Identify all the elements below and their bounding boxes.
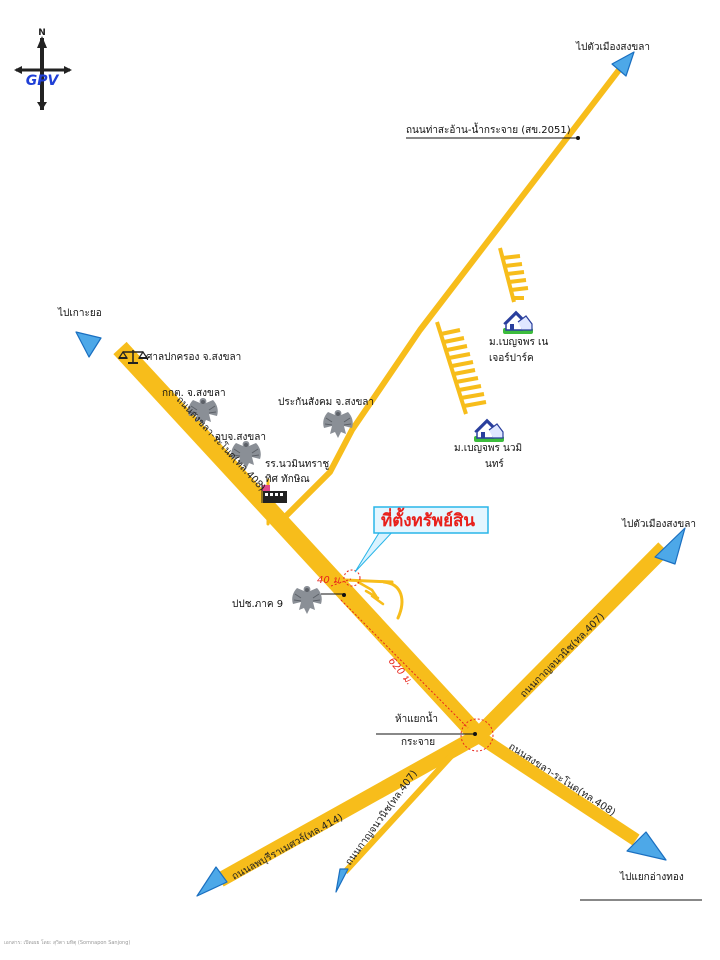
arrow-to-ko-yo [75,331,102,358]
label-road-408-upper: ถนนสงขลา-ระโนด(ทล.408) [174,393,269,493]
school-icon [261,483,287,503]
arrow-route-407-lower [335,868,349,893]
document-footer: เอกสาร: เปิดเผย โดย: สุวิตา มหิตุ (Somna… [4,939,130,946]
label-village2-line2: นทร์ [485,458,504,470]
label-road-2051: ถนนท่าสะอ้าน-น้ำกระจาย (สข.2051) [406,122,571,136]
property-callout-pointer [354,527,398,573]
label-road-414: ถนนลพบุรีราเมศวร์(ทล.414) [230,811,345,882]
compass-logo: GPV [26,73,60,89]
label-school-line2: ทิศ ทักษิณ [265,474,310,485]
arrow-to-songkhla-right [654,527,686,565]
garuda-icon-ppc [291,585,323,615]
label-ppc: ปปช.ภาค 9 [232,599,283,610]
label-to-songkhla-top: ไปตัวเมืองสงขลา [575,41,650,53]
label-to-yaek-ang-thong: ไปแยกอ่างทอง [619,871,684,883]
property-marker [343,569,361,587]
village-soi-combs [435,247,529,415]
label-junction-line2: กระจาย [401,737,435,748]
label-village2-line1: ม.เบญจพร นวมิ [454,443,522,454]
direction-arrows [75,51,686,897]
road-2051 [277,63,625,525]
road-network [113,63,670,887]
label-to-ko-yo: ไปเกาะยอ [57,307,102,319]
village-icon-nawamin [473,419,505,443]
label-distance-40m: 40 ม. [317,575,343,586]
road-408-upper [113,341,485,743]
label-road-408-lower: ถนนสงขลา-ระโนด(ทล.408) [506,740,618,819]
label-social-security: ประกันสังคม จ.สงขลา [278,397,374,408]
village-icon-nature-park [502,311,534,335]
road-407-right [472,542,670,742]
arrow-to-yaek-ang-thong [626,831,667,861]
label-village1-line1: ม.เบญจพร เน [489,337,548,348]
label-junction-line1: ห้าแยกน้ำ [395,711,438,725]
label-road-407-right: ถนนกาญจนวนิช(ทล.407) [518,611,607,700]
label-kkt: กกต. จ.สงขลา [162,388,226,399]
compass-north-label: N [38,28,46,38]
label-obj: อบจ.สงขลา [215,432,266,443]
road-414 [216,729,482,887]
compass-icon: N GPV [14,28,72,110]
label-court: ศาลปกครอง จ.สงขลา [146,352,241,363]
distance-line-40m [330,578,352,587]
junction-marker [460,718,494,752]
property-callout-box [373,506,489,534]
label-property: ที่ตั้งทรัพย์สิน [381,507,475,531]
arrow-to-songkhla-top [611,51,635,77]
arrow-route-414 [196,866,228,897]
label-to-songkhla-right: ไปตัวเมืองสงขลา [621,518,696,530]
road-407-lower [342,738,468,875]
court-scale-icon [117,350,149,364]
label-school-line1: รร.นวมินทราชู [265,459,329,470]
road-408-lower [474,730,640,846]
label-village1-line2: เจอร์ปาร์ค [489,352,534,364]
